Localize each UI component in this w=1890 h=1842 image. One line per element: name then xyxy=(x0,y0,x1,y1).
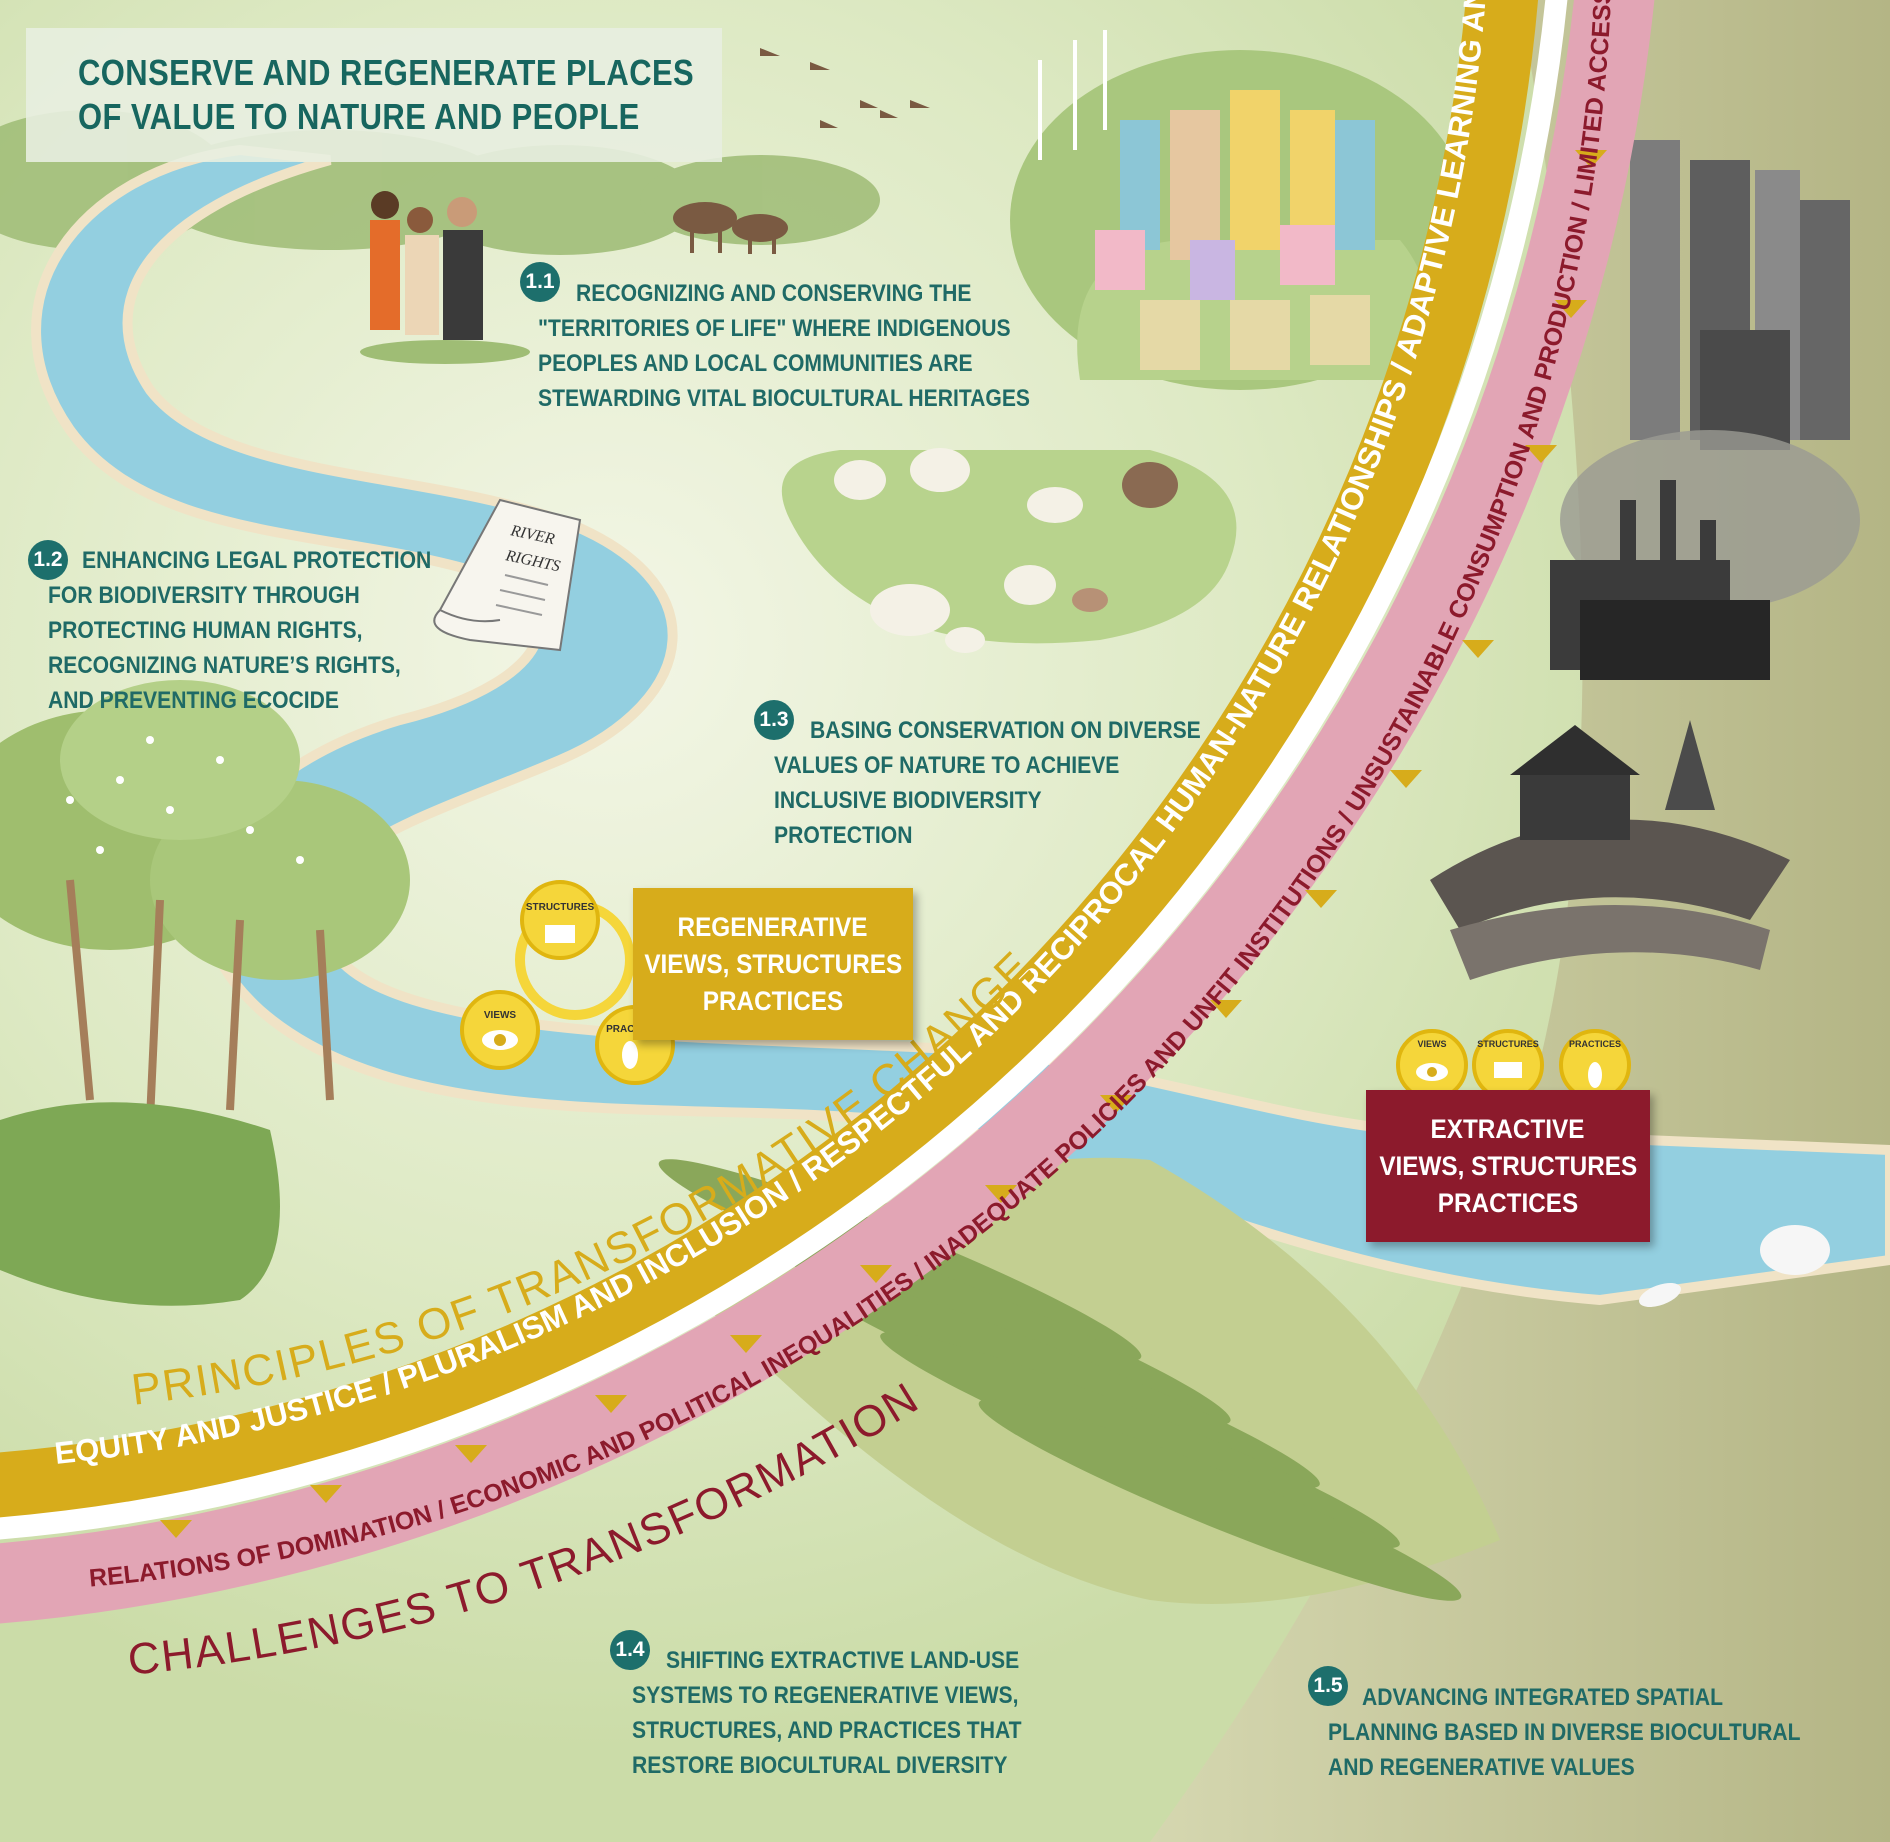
item-1-5-line: ADVANCING INTEGRATED SPATIAL xyxy=(1362,1684,1723,1711)
item-1-4-body: SYSTEMS TO REGENERATIVE VIEWS, STRUCTURE… xyxy=(632,1678,1075,1783)
title-line-1: CONSERVE AND REGENERATE PLACES xyxy=(78,52,695,93)
item-1-2-text: ENHANCING LEGAL PROTECTION xyxy=(82,543,479,578)
item-1-3-body: VALUES OF NATURE TO ACHIEVE INCLUSIVE BI… xyxy=(774,748,1166,853)
item-badge-1-5: 1.5 xyxy=(1308,1666,1348,1706)
item-1-1-line: PEOPLES AND LOCAL COMMUNITIES ARE xyxy=(538,350,973,377)
item-1-3-text: BASING CONSERVATION ON DIVERSE xyxy=(810,713,1254,748)
item-1-2-line: AND PREVENTING ECOCIDE xyxy=(48,687,340,714)
regenerative-line: PRACTICES xyxy=(702,985,844,1016)
item-1-5-body: PLANNING BASED IN DIVERSE BIOCULTURAL AN… xyxy=(1328,1715,1865,1785)
item-1-5-line: AND REGENERATIVE VALUES xyxy=(1328,1754,1635,1781)
item-1-4-line: SHIFTING EXTRACTIVE LAND-USE xyxy=(666,1647,1020,1674)
principles-band xyxy=(0,0,1539,1525)
item-1-4-line: SYSTEMS TO REGENERATIVE VIEWS, xyxy=(632,1682,1019,1709)
extractive-line: EXTRACTIVE xyxy=(1431,1113,1585,1144)
city-illustration xyxy=(1010,30,1470,390)
item-1-1-line: RECOGNIZING AND CONSERVING THE xyxy=(576,280,972,307)
item-1-2-line: PROTECTING HUMAN RIGHTS, xyxy=(48,617,363,644)
item-1-2-line: ENHANCING LEGAL PROTECTION xyxy=(82,547,432,574)
triskelion-views-label: VIEWS xyxy=(484,1010,517,1021)
indigenous-people xyxy=(360,191,530,364)
extractive-box: EXTRACTIVE VIEWS, STRUCTURES PRACTICES xyxy=(1366,1090,1650,1242)
item-badge-1-2: 1.2 xyxy=(28,540,68,580)
river-rights-scroll: RIVER RIGHTS xyxy=(433,498,582,652)
band-arrows xyxy=(160,150,1607,1538)
farm-barn xyxy=(1430,720,1790,980)
item-1-2-line: RECOGNIZING NATURE’S RIGHTS, xyxy=(48,652,401,679)
challenges-band xyxy=(0,0,1655,1624)
extractive-line: VIEWS, STRUCTURES xyxy=(1379,1150,1637,1181)
plastic-waste xyxy=(1639,1225,1830,1308)
factory xyxy=(1550,430,1860,680)
item-1-1-line: "TERRITORIES OF LIFE" WHERE INDIGENOUS xyxy=(538,315,1011,342)
regenerative-box: REGENERATIVE VIEWS, STRUCTURES PRACTICES xyxy=(633,888,913,1040)
extractive-icons: VIEWS STRUCTURES PRACTICES xyxy=(1396,1029,1631,1101)
item-1-1-text: RECOGNIZING AND CONSERVING THE xyxy=(576,276,1025,311)
item-1-4-line: RESTORE BIOCULTURAL DIVERSITY xyxy=(632,1752,1008,1779)
item-1-4-line: STRUCTURES, AND PRACTICES THAT xyxy=(632,1717,1022,1744)
item-1-2-line: FOR BIODIVERSITY THROUGH xyxy=(48,582,360,609)
item-1-3-line: VALUES OF NATURE TO ACHIEVE xyxy=(774,752,1120,779)
item-badge-1-1: 1.1 xyxy=(520,262,560,302)
title-line-2: OF VALUE TO NATURE AND PEOPLE xyxy=(78,96,640,137)
band-gap xyxy=(0,0,1560,1530)
extractive-practices-label: PRACTICES xyxy=(1569,1039,1621,1049)
item-badge-1-4: 1.4 xyxy=(610,1630,650,1670)
triskelion-structures-label: STRUCTURES xyxy=(526,902,595,913)
item-1-5-line: PLANNING BASED IN DIVERSE BIOCULTURAL xyxy=(1328,1719,1801,1746)
item-1-3-line: PROTECTION xyxy=(774,822,913,849)
title-box: CONSERVE AND REGENERATE PLACES OF VALUE … xyxy=(26,28,722,162)
item-1-4-text: SHIFTING EXTRACTIVE LAND-USE xyxy=(666,1643,1067,1678)
sheep-meadow xyxy=(781,448,1237,653)
industrial-city xyxy=(1630,140,1850,450)
regenerative-line: VIEWS, STRUCTURES xyxy=(644,948,902,979)
extractive-structures-label: STRUCTURES xyxy=(1477,1039,1539,1049)
item-1-1-body: "TERRITORIES OF LIFE" WHERE INDIGENOUS P… xyxy=(538,311,1097,416)
regenerative-line: REGENERATIVE xyxy=(678,911,868,942)
item-1-1-line: STEWARDING VITAL BIOCULTURAL HERITAGES xyxy=(538,385,1031,412)
extractive-views-label: VIEWS xyxy=(1417,1039,1446,1049)
birds xyxy=(760,48,930,128)
item-1-2-body: FOR BIODIVERSITY THROUGH PROTECTING HUMA… xyxy=(48,578,449,718)
item-1-5-text: ADVANCING INTEGRATED SPATIAL xyxy=(1362,1680,1772,1715)
forest-left xyxy=(0,680,410,1306)
item-1-3-line: INCLUSIVE BIODIVERSITY xyxy=(774,787,1042,814)
extractive-line: PRACTICES xyxy=(1437,1187,1579,1218)
item-badge-1-3: 1.3 xyxy=(754,700,794,740)
deer xyxy=(673,202,788,254)
item-1-3-line: BASING CONSERVATION ON DIVERSE xyxy=(810,717,1201,744)
